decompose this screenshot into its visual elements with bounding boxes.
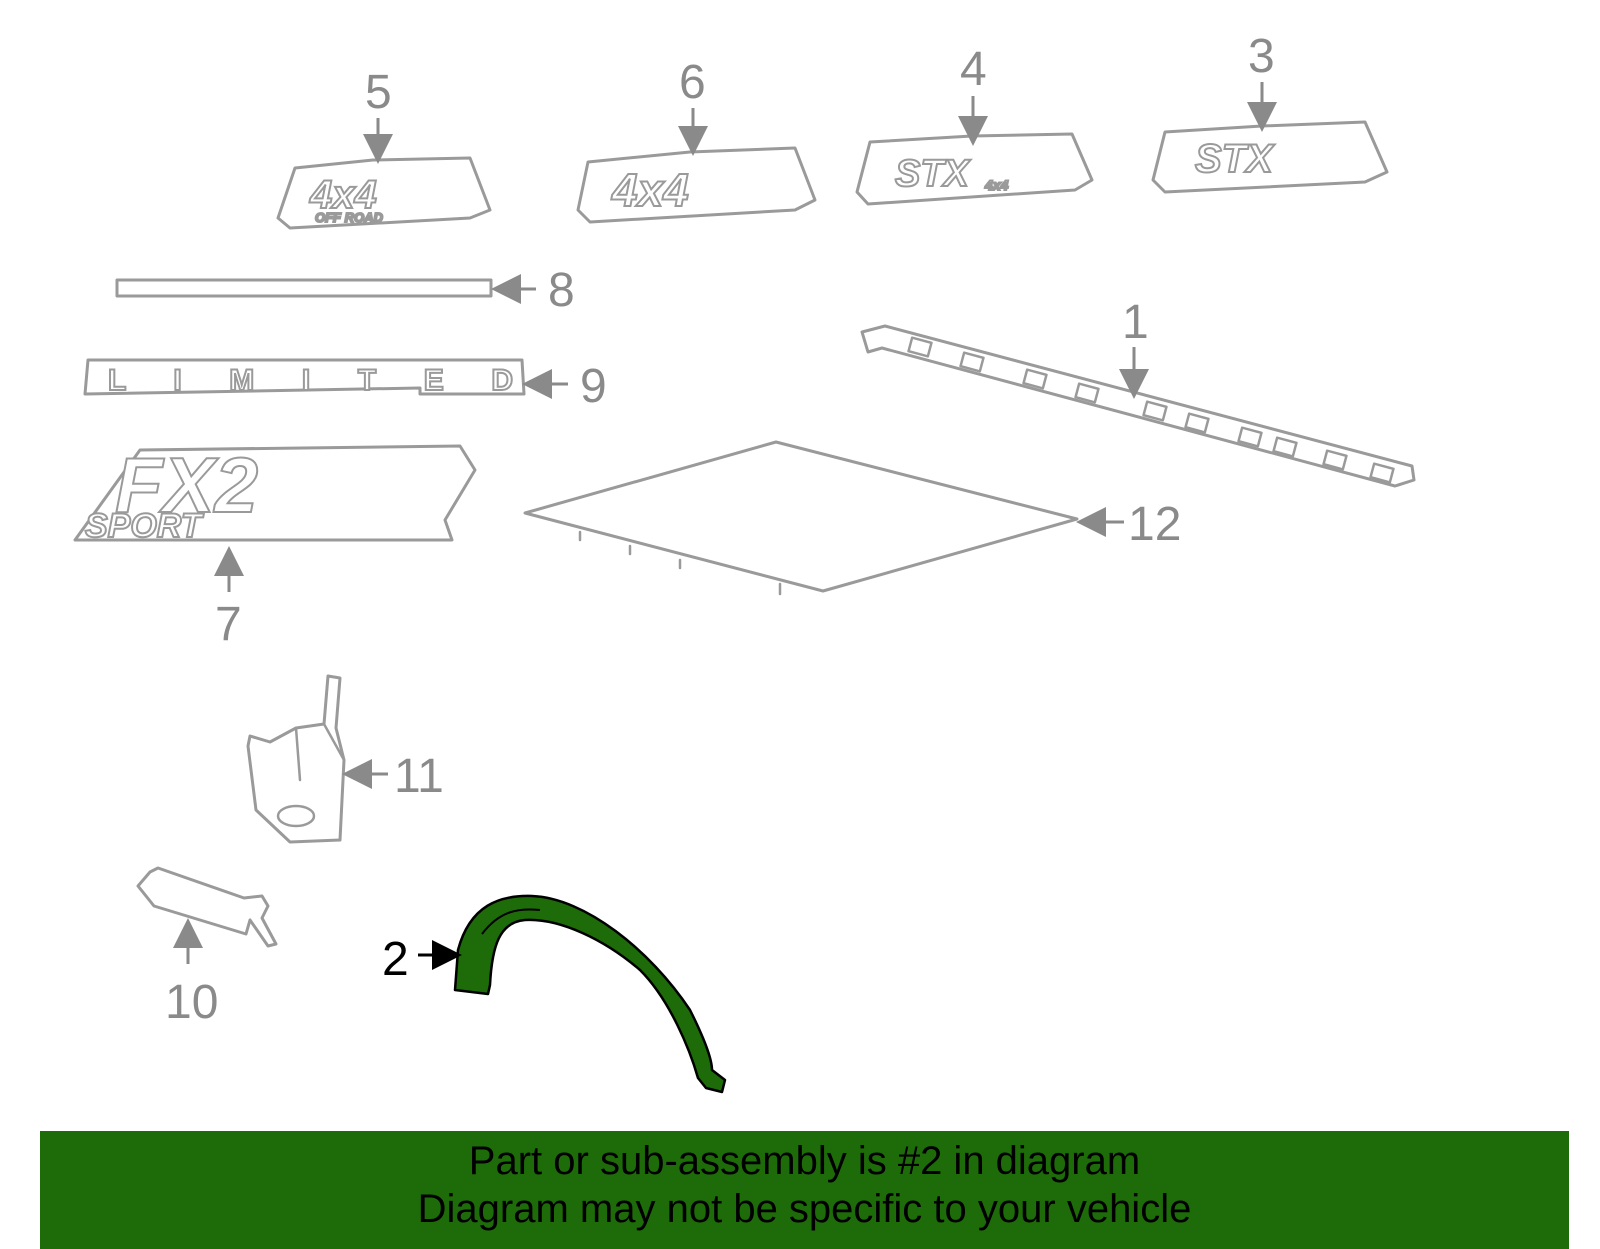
part-8-strip[interactable] (115, 278, 493, 298)
part-6-emblem[interactable]: 4x4 (576, 146, 817, 224)
info-banner: Part or sub-assembly is #2 in diagram Di… (40, 1131, 1569, 1249)
emblem-3-text: STX (1195, 137, 1275, 181)
callout-9[interactable]: 9 (580, 360, 607, 413)
emblem-5-text: 4x4 (309, 173, 377, 217)
part-3-emblem[interactable]: STX (1151, 120, 1389, 194)
part-7-emblem[interactable]: FX2 SPORT (73, 440, 477, 546)
callout-7[interactable]: 7 (215, 598, 242, 651)
part-12-panel[interactable] (523, 440, 1079, 596)
emblem-4-subtext: 4x4 (984, 177, 1009, 193)
callout-11[interactable]: 11 (394, 750, 444, 803)
part-9-emblem[interactable]: L I M I T E D (83, 358, 526, 398)
part-5-emblem[interactable]: 4x4 OFF ROAD (276, 156, 492, 230)
callout-3[interactable]: 3 (1248, 30, 1275, 83)
emblem-6-text: 4x4 (611, 164, 689, 216)
callout-8[interactable]: 8 (548, 264, 575, 317)
emblem-5-subtext: OFF ROAD (315, 210, 383, 225)
part-11-mudflap[interactable] (246, 674, 346, 844)
callout-2[interactable]: 2 (382, 933, 409, 986)
part-1-rail[interactable] (860, 324, 1416, 488)
callout-5[interactable]: 5 (365, 66, 392, 119)
callout-10[interactable]: 10 (165, 976, 218, 1029)
emblem-7-subtext: SPORT (85, 507, 205, 545)
part-2-wheel-molding[interactable] (453, 894, 727, 1094)
callout-1[interactable]: 1 (1122, 296, 1149, 349)
part-4-emblem[interactable]: STX 4x4 (855, 132, 1094, 206)
banner-line-1: Part or sub-assembly is #2 in diagram (468, 1139, 1141, 1183)
callout-12[interactable]: 12 (1128, 498, 1181, 551)
emblem-7-text: FX2 (115, 441, 258, 529)
callout-4[interactable]: 4 (960, 43, 987, 96)
emblem-4-text: STX (895, 153, 972, 195)
part-10-bracket[interactable] (136, 866, 278, 948)
banner-line-2: Diagram may not be specific to your vehi… (417, 1187, 1192, 1231)
callout-6[interactable]: 6 (679, 56, 706, 109)
